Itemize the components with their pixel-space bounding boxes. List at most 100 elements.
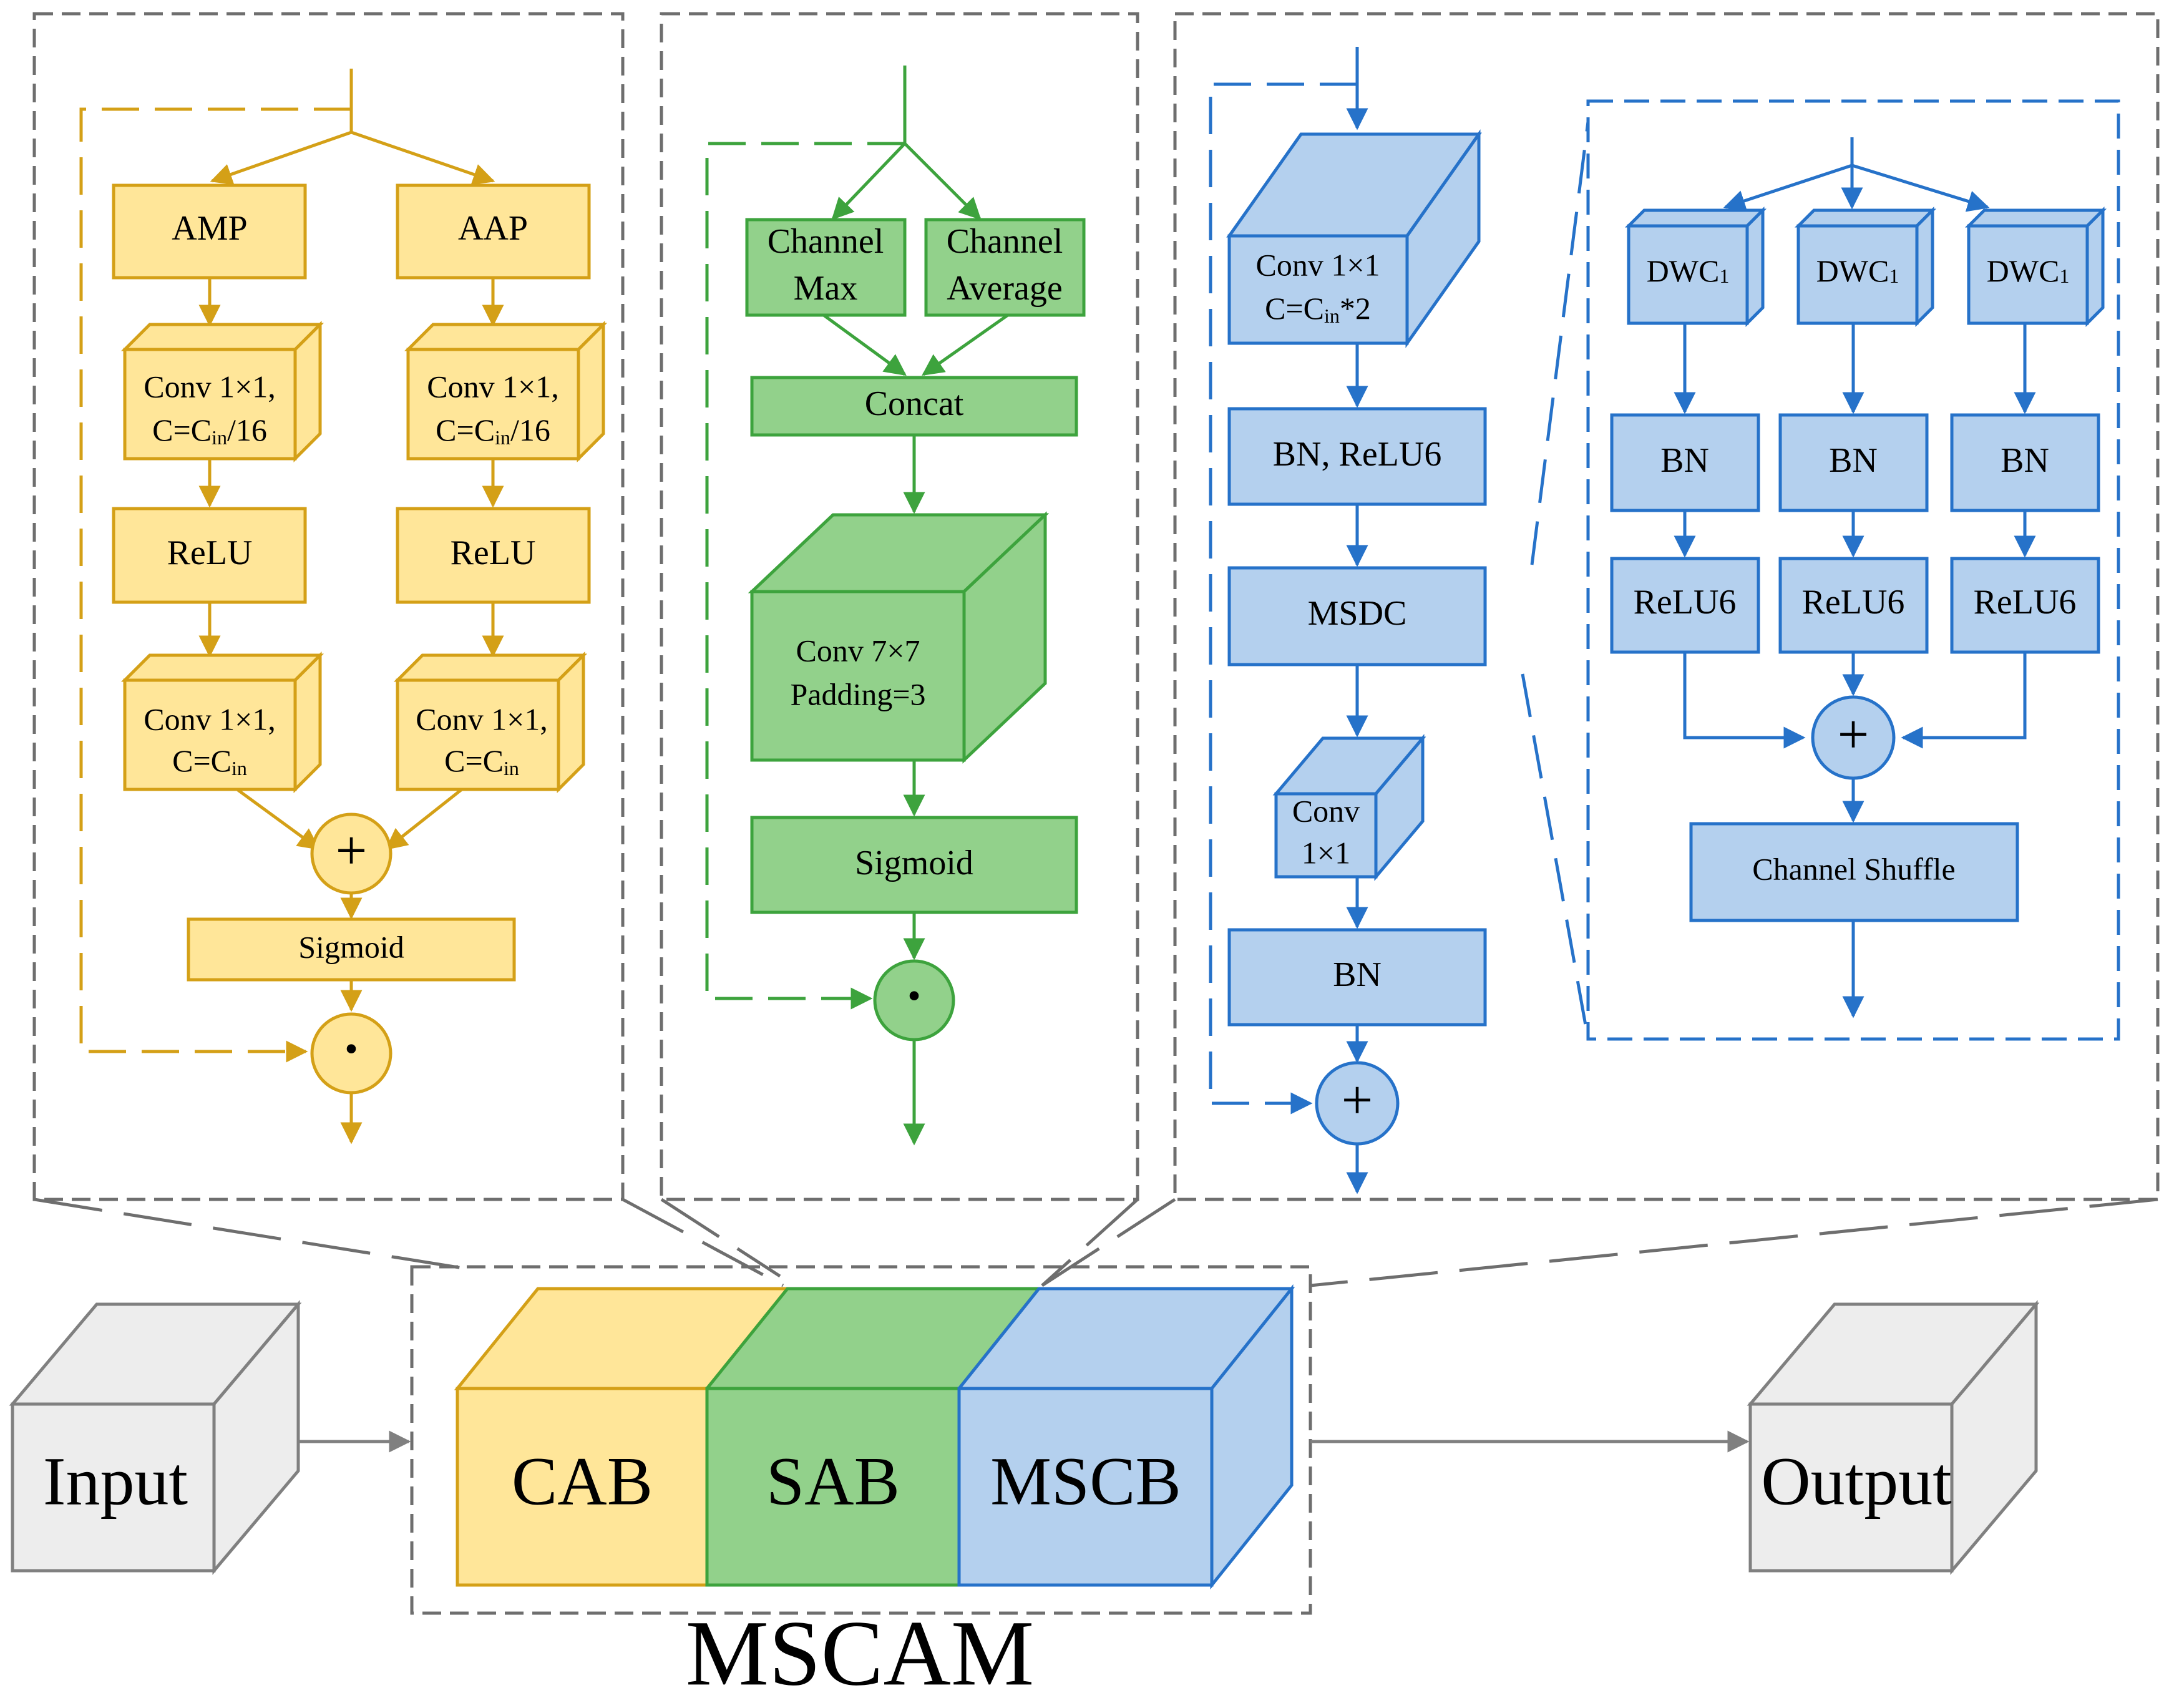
- svg-text:DWC1: DWC1: [1647, 253, 1730, 288]
- svg-text:DWC1: DWC1: [1816, 253, 1899, 288]
- svg-text:Max: Max: [794, 269, 858, 308]
- svg-text:Sigmoid: Sigmoid: [298, 929, 404, 964]
- connector-cab-right: [621, 1198, 784, 1287]
- msdc-add-circle: +: [1811, 695, 1896, 780]
- svg-text:C=Cin: C=Cin: [172, 743, 247, 779]
- svg-text:Average: Average: [947, 269, 1063, 308]
- svg-text:SAB: SAB: [766, 1443, 900, 1519]
- dwc-cube-1: DWC1: [1624, 206, 1767, 328]
- svg-text:Sigmoid: Sigmoid: [855, 844, 973, 882]
- svg-text:MSDC: MSDC: [1308, 594, 1407, 633]
- cab-conv2-right-cube: Conv 1×1, C=Cin: [393, 651, 588, 794]
- svg-text:Channel: Channel: [768, 222, 884, 261]
- svg-text:+: +: [336, 820, 368, 882]
- cab-panel: AMP AAP Conv 1×1, C=Cin/16 Conv 1×1, C=C…: [79, 69, 608, 1144]
- svg-text:CAB: CAB: [512, 1443, 653, 1519]
- svg-text:·: ·: [905, 965, 924, 1027]
- cab-relu-right: ReLU: [396, 507, 591, 604]
- svg-text:AAP: AAP: [458, 209, 528, 248]
- connector-sab-left: [660, 1198, 781, 1278]
- aap-box: AAP: [396, 183, 591, 280]
- svg-text:Channel: Channel: [947, 222, 1063, 261]
- svg-text:C=Cin/16: C=Cin/16: [152, 412, 267, 449]
- mscb-block: MSCB: [957, 1387, 1214, 1587]
- svg-text:Output: Output: [1761, 1443, 1952, 1519]
- svg-text:ReLU6: ReLU6: [1802, 583, 1905, 622]
- sab-conv-cube: Conv 7×7 Padding=3: [748, 511, 1050, 764]
- svg-text:AMP: AMP: [172, 209, 247, 248]
- cab-relu-left: ReLU: [112, 507, 307, 604]
- svg-text:Input: Input: [43, 1443, 188, 1519]
- diagram-title: MSCAM: [686, 1601, 1035, 1705]
- mscb-add-circle: +: [1315, 1061, 1400, 1146]
- svg-text:Conv 1×1,: Conv 1×1,: [144, 369, 276, 404]
- svg-text:BN: BN: [1660, 441, 1709, 480]
- sab-sigmoid-box: Sigmoid: [750, 816, 1078, 914]
- connector-sab-right: [1041, 1198, 1139, 1287]
- msdc-detail: DWC1 DWC1 DWC1 BN BN: [1586, 99, 2120, 1041]
- mscam-block: CAB SAB MSCB: [454, 1284, 1295, 1590]
- bottom-row: Input Output CAB SAB: [9, 1284, 2040, 1705]
- mscb-small-conv-cube: Conv 1×1: [1272, 734, 1426, 881]
- cab-conv1-left-cube: Conv 1×1, C=Cin/16: [120, 320, 324, 463]
- svg-text:C=Cin: C=Cin: [444, 743, 519, 779]
- svg-text:Conv 1×1,: Conv 1×1,: [144, 701, 276, 736]
- svg-text:BN: BN: [1333, 955, 1382, 994]
- svg-text:·: ·: [342, 1018, 361, 1080]
- svg-text:Concat: Concat: [865, 384, 964, 423]
- svg-text:BN, ReLU6: BN, ReLU6: [1273, 435, 1442, 474]
- svg-text:+: +: [1838, 704, 1869, 766]
- mscb-panel: Conv 1×1 C=Cin*2 BN, ReLU6 MSDC Conv 1×1…: [1209, 47, 2120, 1194]
- msdc-bn-3: BN: [1950, 413, 2100, 512]
- connector-cab-left: [34, 1198, 475, 1272]
- channel-average-box: Channel Average: [924, 218, 1086, 317]
- svg-text:ReLU6: ReLU6: [1634, 583, 1737, 622]
- msdc-relu6-1: ReLU6: [1610, 557, 1760, 654]
- sab-block: SAB: [705, 1387, 961, 1587]
- svg-text:C=Cin*2: C=Cin*2: [1265, 291, 1371, 327]
- cab-multiply-circle: ·: [310, 1012, 392, 1095]
- svg-text:1×1: 1×1: [1302, 835, 1350, 870]
- svg-text:Conv 7×7: Conv 7×7: [796, 633, 920, 668]
- msdc-bn-2: BN: [1778, 413, 1929, 512]
- svg-text:ReLU6: ReLU6: [1974, 583, 2077, 622]
- cab-panel-outline: [32, 12, 625, 1201]
- svg-text:ReLU: ReLU: [167, 534, 253, 572]
- svg-text:Conv 1×1,: Conv 1×1,: [427, 369, 559, 404]
- svg-text:Conv 1×1: Conv 1×1: [1255, 247, 1380, 282]
- svg-text:Channel Shuffle: Channel Shuffle: [1752, 851, 1955, 886]
- svg-text:DWC1: DWC1: [1987, 253, 2070, 288]
- svg-text:Padding=3: Padding=3: [790, 676, 925, 711]
- dwc-cube-3: DWC1: [1964, 206, 2107, 328]
- cab-conv2-left-cube: Conv 1×1, C=Cin: [120, 651, 324, 794]
- sab-multiply-circle: ·: [873, 959, 955, 1042]
- msdc-box: MSDC: [1227, 566, 1487, 666]
- svg-text:BN: BN: [1829, 441, 1878, 480]
- msdc-bn-1: BN: [1610, 413, 1760, 512]
- connector-mscb-left: [1041, 1198, 1176, 1287]
- mscb-conv-cube: Conv 1×1 C=Cin*2: [1226, 129, 1482, 348]
- sab-panel: Channel Max Channel Average Concat Conv …: [705, 66, 1086, 1146]
- msdc-relu6-2: ReLU6: [1778, 557, 1929, 654]
- svg-text:Conv 1×1,: Conv 1×1,: [416, 701, 548, 736]
- cab-conv1-right-cube: Conv 1×1, C=Cin/16: [404, 320, 608, 463]
- svg-text:C=Cin/16: C=Cin/16: [436, 412, 550, 449]
- mscb-panel-outline: [1173, 12, 2160, 1201]
- amp-box: AMP: [112, 183, 307, 280]
- concat-box: Concat: [750, 376, 1078, 437]
- cab-sigmoid-box: Sigmoid: [187, 917, 516, 982]
- dwc-cube-2: DWC1: [1794, 206, 1937, 328]
- input-cube: Input: [9, 1300, 302, 1575]
- cab-block: CAB: [456, 1387, 709, 1587]
- msdc-relu6-3: ReLU6: [1950, 557, 2100, 654]
- channel-shuffle-box: Channel Shuffle: [1689, 822, 2019, 922]
- sab-panel-outline: [660, 12, 1139, 1201]
- svg-text:BN: BN: [2001, 441, 2049, 480]
- svg-text:Conv: Conv: [1292, 793, 1360, 828]
- svg-text:ReLU: ReLU: [451, 534, 536, 572]
- svg-text:MSCB: MSCB: [990, 1443, 1181, 1519]
- channel-max-box: Channel Max: [745, 218, 907, 317]
- cab-add-circle: +: [310, 813, 392, 895]
- output-cube: Output: [1747, 1300, 2040, 1575]
